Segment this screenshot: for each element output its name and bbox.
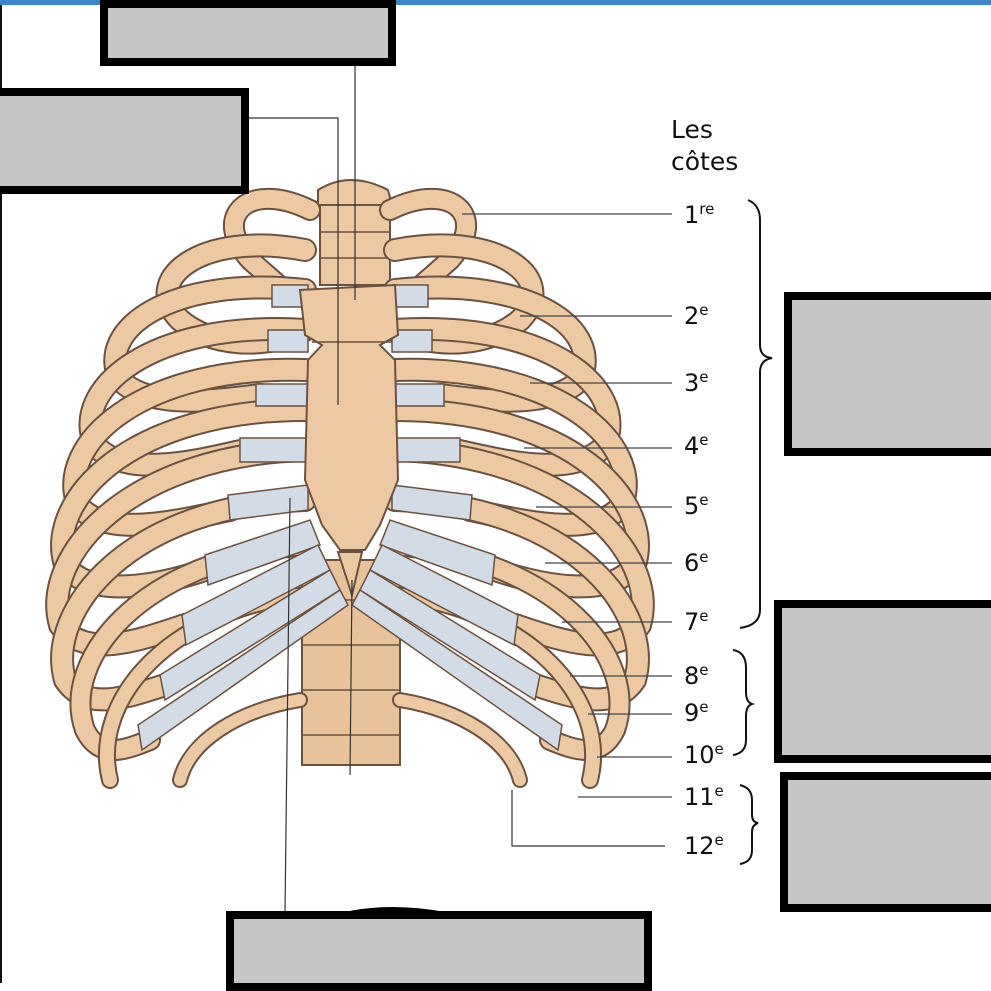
rib-number: 9 xyxy=(684,699,700,727)
rib-leader-lines xyxy=(462,213,672,798)
rib-number: 3 xyxy=(684,369,700,397)
title-line-2: côtes xyxy=(671,147,739,176)
answer-box-true-ribs[interactable] xyxy=(784,292,991,456)
rib-label-1: 1re xyxy=(684,200,715,229)
rib-number: 8 xyxy=(684,662,700,690)
left-edge xyxy=(0,5,2,983)
rib-number: 10 xyxy=(684,741,715,769)
answer-box-upper-left[interactable] xyxy=(0,88,249,194)
rib-number: 1 xyxy=(684,201,700,229)
diagram-title: Les côtes xyxy=(671,114,771,178)
rib-ordinal-suffix: e xyxy=(714,782,724,800)
rib-label-6: 6e xyxy=(684,548,709,577)
answer-box-false-ribs[interactable] xyxy=(774,600,991,763)
right-cartilage xyxy=(351,284,563,752)
rib-label-4: 4e xyxy=(684,431,709,460)
rib-number: 5 xyxy=(684,492,700,520)
rib-number: 7 xyxy=(684,608,700,636)
rib-ordinal-suffix: e xyxy=(699,301,709,319)
rib-ordinal-suffix: e xyxy=(699,607,709,625)
top-bar xyxy=(0,0,991,5)
rib-ordinal-suffix: e xyxy=(699,548,709,566)
rib-label-11: 11e xyxy=(684,782,724,811)
rib-label-10: 10e xyxy=(684,740,724,769)
rib-ordinal-suffix: e xyxy=(699,431,709,449)
rib-ordinal-suffix: e xyxy=(699,491,709,509)
right-ribs xyxy=(379,187,655,789)
rib-ordinal-suffix: e xyxy=(699,661,709,679)
answer-box-floating-ribs[interactable] xyxy=(780,772,991,912)
rib-ordinal-suffix: e xyxy=(714,740,724,758)
sternum xyxy=(298,283,400,599)
rib-ordinal-suffix: e xyxy=(699,698,709,716)
rib-ordinal-suffix: e xyxy=(714,831,724,849)
rib-label-5: 5e xyxy=(684,491,709,520)
rib-braces xyxy=(732,199,773,865)
rib-ordinal-suffix: e xyxy=(699,368,709,386)
answer-box-top[interactable] xyxy=(100,0,396,66)
rib-number: 2 xyxy=(684,302,700,330)
left-ribs xyxy=(45,187,321,789)
leader-lines xyxy=(245,52,665,913)
left-cartilage xyxy=(137,284,349,752)
rib-label-3: 3e xyxy=(684,368,709,397)
rib-label-8: 8e xyxy=(684,661,709,690)
rib-number: 4 xyxy=(684,432,700,460)
rib-number: 6 xyxy=(684,549,700,577)
rib-number: 12 xyxy=(684,832,715,860)
rib-label-12: 12e xyxy=(684,831,724,860)
rib-ordinal-suffix: re xyxy=(699,200,715,218)
rib-label-7: 7e xyxy=(684,607,709,636)
rib-label-9: 9e xyxy=(684,698,709,727)
title-line-1: Les xyxy=(671,115,713,144)
answer-box-bottom[interactable] xyxy=(226,911,652,991)
rib-number: 11 xyxy=(684,783,715,811)
rib-label-2: 2e xyxy=(684,301,709,330)
